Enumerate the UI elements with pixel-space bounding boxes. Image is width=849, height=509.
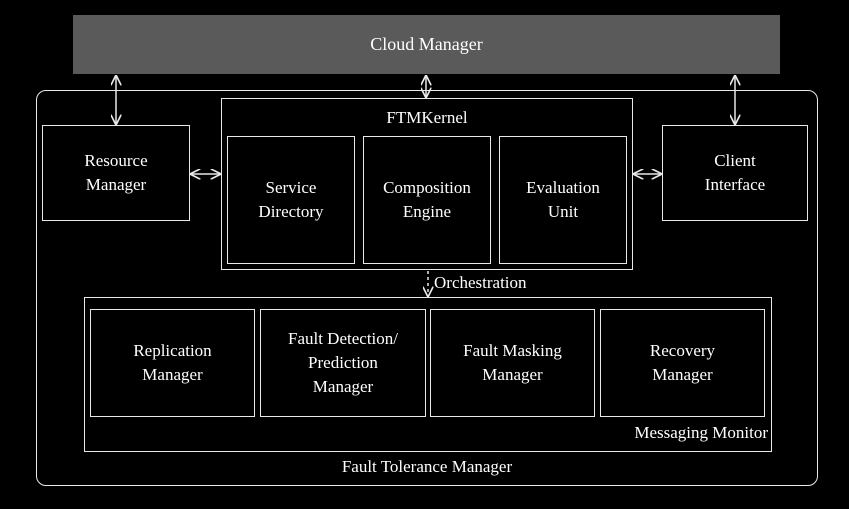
- replication-manager-box: Replication Manager: [90, 309, 255, 417]
- client-interface-label: Client Interface: [704, 151, 766, 194]
- service-directory-box: Service Directory: [227, 136, 355, 264]
- fault-masking-manager-label: Fault Masking Manager: [463, 341, 562, 384]
- recovery-manager-box: Recovery Manager: [600, 309, 765, 417]
- composition-engine-label: Composition Engine: [383, 178, 471, 221]
- messaging-monitor-container: [84, 297, 772, 452]
- resource-manager-box: Resource Manager: [42, 125, 190, 221]
- fault-tolerance-manager-label: Fault Tolerance Manager: [341, 457, 513, 476]
- fault-detection-prediction-manager-label: Fault Detection/ Prediction Manager: [287, 329, 398, 396]
- cloud-manager-label: Cloud Manager: [370, 34, 483, 54]
- fault-masking-manager-box: Fault Masking Manager: [430, 309, 595, 417]
- messaging-monitor-label: Messaging Monitor: [634, 423, 768, 442]
- evaluation-unit-box: Evaluation Unit: [499, 136, 627, 264]
- replication-manager-label: Replication Manager: [133, 341, 212, 384]
- cloud-manager-box: Cloud Manager: [73, 15, 780, 74]
- ftm-kernel-container: [221, 98, 633, 270]
- client-interface-box: Client Interface: [662, 125, 808, 221]
- resource-manager-label: Resource Manager: [84, 151, 148, 194]
- fault-detection-prediction-manager-box: Fault Detection/ Prediction Manager: [260, 309, 426, 417]
- service-directory-label: Service Directory: [258, 178, 324, 221]
- ftm-kernel-title: FTMKernel: [386, 108, 468, 127]
- recovery-manager-label: Recovery Manager: [649, 341, 716, 384]
- evaluation-unit-label: Evaluation Unit: [526, 178, 600, 221]
- composition-engine-box: Composition Engine: [363, 136, 491, 264]
- orchestration-label: Orchestration: [434, 273, 527, 292]
